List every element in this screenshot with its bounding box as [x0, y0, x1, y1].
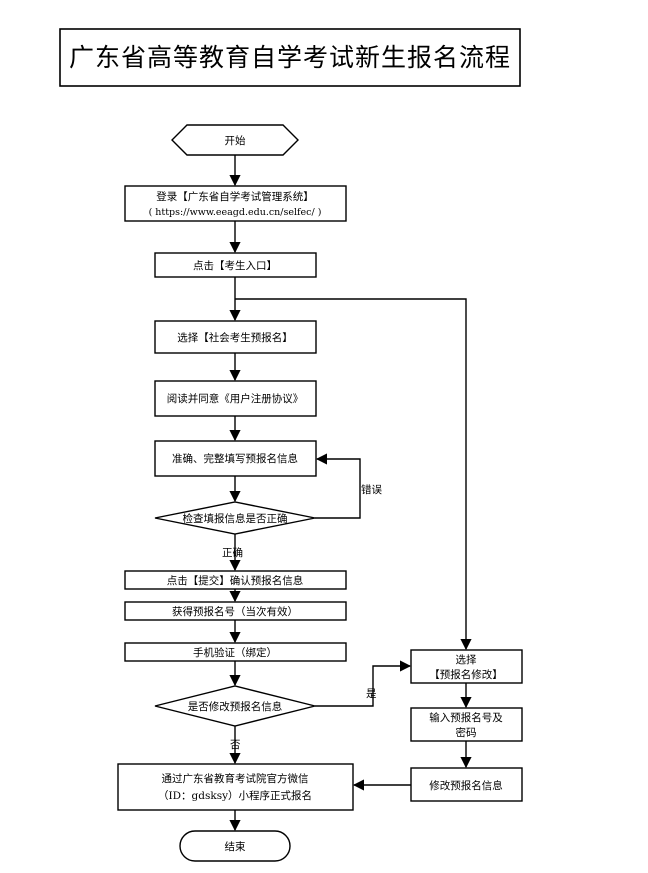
login-label-1: 登录【广东省自学考试管理系统】	[156, 190, 314, 203]
read-agreement-label: 阅读并同意《用户注册协议》	[167, 392, 304, 405]
modify-info-label: 修改预报名信息	[429, 779, 503, 792]
get-number-label: 获得预报名号（当次有效）	[172, 605, 298, 618]
wechat-label-2: （ID：gdsksy）小程序正式报名	[158, 789, 312, 802]
wechat-register-node	[117, 763, 354, 811]
start-node	[171, 124, 299, 156]
fill-info-label: 准确、完整填写预报名信息	[172, 452, 298, 465]
input-number-label-1: 输入预报名号及	[429, 711, 503, 724]
modify-question-label: 是否修改预报名信息	[188, 700, 283, 713]
click-entrance-label: 点击【考生入口】	[193, 259, 277, 272]
input-number-node	[410, 707, 523, 742]
no-edge-label: 否	[230, 739, 241, 751]
read-agreement-node	[154, 380, 317, 417]
select-modify-node	[410, 649, 523, 684]
select-modify-label-1: 选择	[456, 653, 477, 666]
select-social-label: 选择【社会考生预报名】	[177, 331, 293, 344]
diagram-title: 广东省高等教育自学考试新生报名流程	[69, 43, 511, 72]
start-label: 开始	[225, 134, 246, 147]
check-info-label: 检查填报信息是否正确	[183, 512, 288, 525]
modify-info-node	[410, 767, 523, 802]
fill-info-node	[154, 440, 317, 477]
edge-entrance-modify-branch	[235, 298, 472, 651]
select-social-node	[154, 320, 317, 354]
title-box	[59, 28, 521, 87]
correct-edge-label: 正确	[222, 546, 243, 559]
phone-verify-label: 手机验证（绑定）	[193, 646, 277, 659]
end-label: 结束	[225, 840, 246, 853]
submit-confirm-label: 点击【提交】确认预报名信息	[167, 574, 304, 587]
yes-edge-label: 是	[366, 688, 377, 700]
edge-yes-branch	[315, 660, 412, 707]
error-edge-label: 错误	[361, 483, 382, 496]
select-modify-label-2: 【预报名修改】	[429, 668, 503, 681]
input-number-label-2: 密码	[456, 726, 477, 739]
edge-error-loop	[315, 453, 361, 519]
click-entrance-node	[154, 252, 317, 278]
wechat-label-1: 通过广东省教育考试院官方微信	[162, 772, 309, 785]
login-label-2: ( https://www.eeagd.edu.cn/selfec/ )	[149, 207, 322, 218]
